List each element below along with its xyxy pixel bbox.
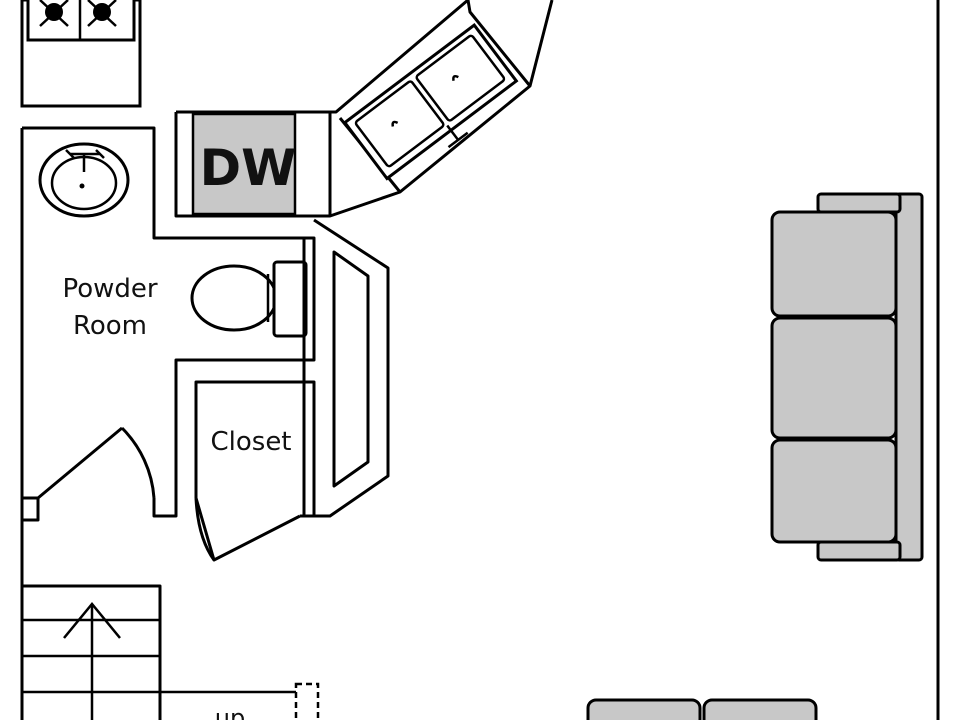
chair-cushion [702, 698, 818, 720]
chair-cushion [586, 698, 702, 720]
exterior-walls [20, 0, 940, 720]
closet: Closet [194, 380, 316, 562]
lounge-chairs [586, 698, 818, 720]
dishwasher-label: DW [200, 139, 297, 197]
kitchen-counter [174, 0, 554, 218]
sofa-cushion [770, 438, 898, 544]
powder-room-door [37, 426, 156, 500]
powder-room-walls [20, 126, 316, 522]
stove [20, 0, 142, 108]
kitchen-sink [342, 22, 519, 181]
sofa [770, 192, 924, 562]
burner-icon [39, 0, 69, 27]
arrow-up-icon [63, 602, 121, 639]
burner-icon [87, 0, 117, 27]
bathroom-sink [38, 142, 130, 218]
powder-room-label: Powder [62, 274, 157, 304]
dishwasher: DW [191, 112, 297, 216]
pantry-cabinet [302, 218, 390, 518]
sofa-cushion [770, 316, 898, 440]
sofa-cushion [770, 210, 898, 318]
powder-room-label: Room [73, 311, 147, 341]
closet-label: Closet [210, 427, 291, 457]
railing-post [294, 682, 320, 720]
stair-direction-label: dn [215, 707, 245, 720]
toilet [190, 260, 308, 338]
staircase: dn [22, 584, 320, 720]
